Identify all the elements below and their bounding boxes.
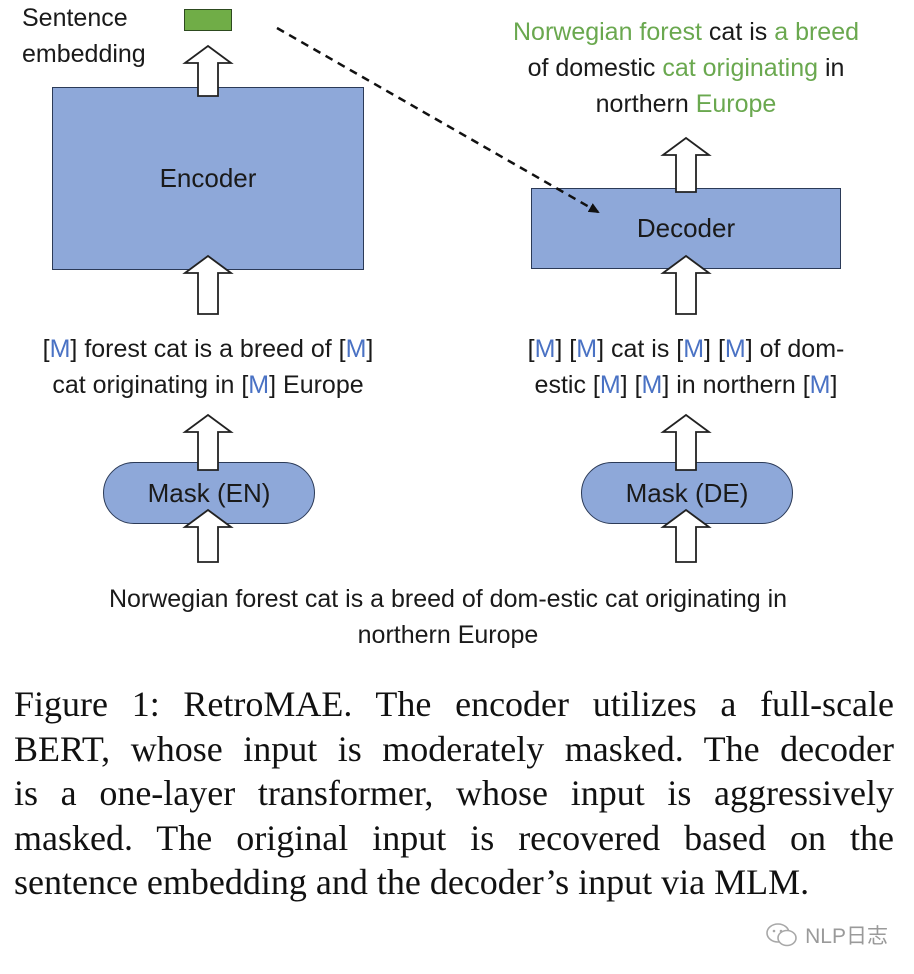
- text-segment: in: [818, 54, 845, 82]
- text-segment: ] [: [704, 335, 725, 363]
- input-sentence-line-2: northern Europe: [357, 621, 539, 649]
- decoder-output-line-2: of domestic cat originating in: [480, 50, 892, 86]
- recovered-token: a breed: [774, 18, 860, 46]
- decoder-output-line-1: Norwegian forest cat is a breed: [480, 14, 892, 50]
- text-segment: ]: [830, 371, 838, 399]
- text-segment: [: [42, 335, 50, 363]
- encoder-box: Encoder: [52, 87, 364, 270]
- text-segment: northern: [595, 90, 696, 118]
- mask-token: M: [248, 371, 270, 399]
- recovered-token: cat originating: [662, 54, 819, 82]
- text-segment: of domestic: [527, 54, 663, 82]
- decoder-to-output-arrow: [660, 136, 712, 193]
- text-segment: ] Europe: [269, 371, 364, 399]
- figure-caption: Figure 1: RetroMAE. The encoder utilizes…: [14, 682, 894, 905]
- decoder-label: Decoder: [636, 213, 736, 243]
- mask-de-to-masked-arrow: [660, 413, 712, 471]
- text-segment: estic [: [534, 371, 600, 399]
- mask-token: M: [641, 371, 663, 399]
- mask-de-pill: Mask (DE): [581, 462, 793, 524]
- caption-line-4: masked. The original input is recovered …: [14, 817, 894, 858]
- sentence-embedding-label: Sentence embedding: [22, 0, 146, 72]
- recovered-token: Norwegian forest: [512, 18, 702, 46]
- mask-token: M: [576, 335, 598, 363]
- text-segment: ] [: [555, 335, 577, 363]
- decoder-output-line-3: northern Europe: [480, 86, 892, 122]
- mask-token: M: [724, 335, 746, 363]
- encoder-label: Encoder: [159, 163, 257, 193]
- text-segment: ] [: [620, 371, 642, 399]
- sentence-embedding-label-line-1: Sentence: [22, 4, 128, 32]
- encoder-to-embedding-arrow: [182, 44, 234, 97]
- text-segment: [: [527, 335, 535, 363]
- decoder-masked-line-1: [M] [M] cat is [M] [M] of dom-: [480, 331, 892, 367]
- mask-token: M: [809, 371, 831, 399]
- wechat-icon: [766, 923, 797, 947]
- watermark-text: NLP日志: [805, 925, 888, 948]
- input-sentence: Norwegian forest cat is a breed of dom-e…: [0, 581, 896, 653]
- text-segment: ] of dom-: [745, 335, 845, 363]
- mask-token: M: [49, 335, 71, 363]
- masked-to-encoder-arrow: [182, 254, 234, 315]
- embedding-to-decoder-arrow: [276, 26, 600, 214]
- sentence-embedding-box: [184, 9, 232, 31]
- decoder-masked-line-2: estic [M] [M] in northern [M]: [480, 367, 892, 403]
- input-to-mask-en-arrow: [182, 508, 234, 563]
- sentence-embedding-label-line-2: embedding: [22, 40, 146, 68]
- text-segment: ] in northern [: [662, 371, 810, 399]
- input-to-mask-de-arrow: [660, 508, 712, 563]
- text-segment: ]: [366, 335, 374, 363]
- text-segment: ] cat is [: [597, 335, 684, 363]
- caption-line-1: Figure 1: RetroMAE. The encoder utilizes…: [14, 684, 894, 724]
- caption-line-3: is a one-layer transformer, whose input …: [14, 773, 894, 813]
- text-segment: cat is: [701, 18, 775, 46]
- recovered-token: Europe: [695, 90, 777, 118]
- caption-line-5: sentence embedding and the decoder’s inp…: [14, 862, 810, 902]
- text-segment: cat originating in [: [52, 371, 249, 399]
- input-sentence-line-1: Norwegian forest cat is a breed of dom-e…: [108, 585, 788, 613]
- decoder-masked-input: [M] [M] cat is [M] [M] of dom-estic [M] …: [480, 331, 892, 403]
- mask-token: M: [599, 371, 621, 399]
- mask-en-to-masked-arrow: [182, 413, 234, 471]
- text-segment: ] forest cat is a breed of [: [70, 335, 346, 363]
- mask-token: M: [683, 335, 705, 363]
- masked-to-decoder-arrow: [660, 254, 712, 315]
- encoder-masked-input: [M] forest cat is a breed of [M]cat orig…: [0, 331, 416, 403]
- watermark: NLP日志: [765, 920, 888, 950]
- mask-en-label: Mask (EN): [147, 477, 271, 508]
- mask-token: M: [345, 335, 367, 363]
- mask-de-label: Mask (DE): [625, 477, 749, 508]
- caption-line-2: BERT, whose input is moderately masked. …: [14, 728, 894, 769]
- encoder-masked-line-1: [M] forest cat is a breed of [M]: [0, 331, 416, 367]
- mask-token: M: [534, 335, 556, 363]
- encoder-masked-line-2: cat originating in [M] Europe: [0, 367, 416, 403]
